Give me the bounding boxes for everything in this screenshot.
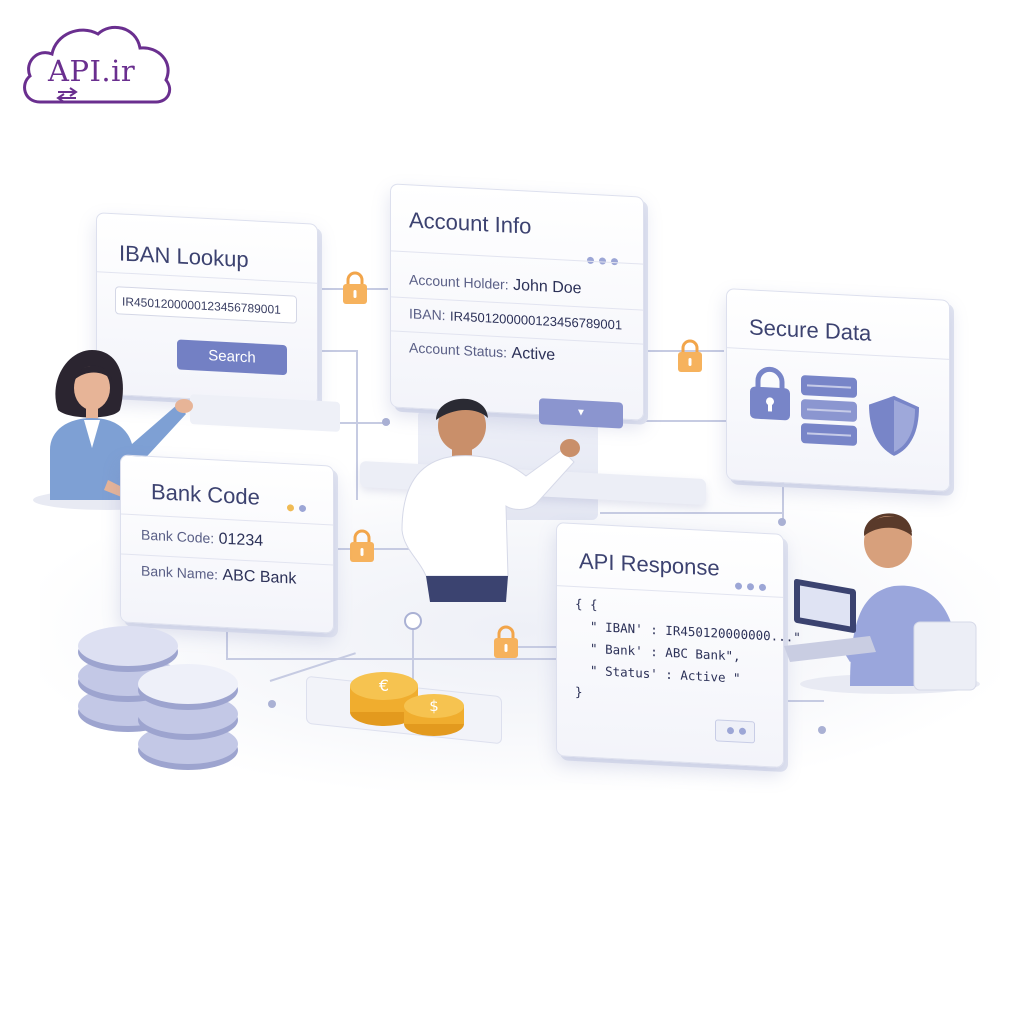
logo-text: API.ir <box>48 54 136 88</box>
bank-name-row: Bank Name: ABC Bank <box>141 562 296 588</box>
account-holder-value: John Doe <box>513 276 582 298</box>
panel-divider <box>121 513 333 526</box>
connector <box>500 646 556 648</box>
bank-name-label: Bank Name: <box>141 562 219 583</box>
connector-node <box>268 700 276 708</box>
account-holder-label: Account Holder: <box>409 271 509 293</box>
database-icon <box>801 375 857 446</box>
lock-icon <box>750 366 790 421</box>
lock-icon <box>350 529 374 562</box>
bank-code-title: Bank Code <box>151 479 260 510</box>
code-line: } <box>575 684 583 700</box>
connector <box>226 658 556 660</box>
connector <box>318 350 358 352</box>
account-holder-row: Account Holder: John Doe <box>409 271 582 298</box>
lock-icon <box>678 339 702 372</box>
connector <box>356 350 358 500</box>
logo: API.ir <box>18 18 178 110</box>
connector <box>226 624 228 660</box>
connector <box>340 422 390 424</box>
panel-divider <box>727 347 949 360</box>
lock-icon <box>494 625 518 658</box>
connector-node <box>382 418 390 426</box>
code-line: { { <box>575 596 598 613</box>
svg-text:$: $ <box>429 697 439 715</box>
cloud-logo-icon <box>23 25 172 104</box>
coin-icon: € $ <box>350 672 464 736</box>
connector <box>412 624 414 684</box>
database-icon <box>138 664 238 774</box>
api-more-button[interactable] <box>715 719 755 744</box>
iban-input[interactable]: IR450120000012345678​9001 <box>115 286 297 324</box>
svg-text:€: € <box>379 676 389 695</box>
iban-label: IBAN: <box>409 305 446 324</box>
secure-data-panel: Secure Data <box>726 288 950 492</box>
connector-node <box>404 612 422 630</box>
bank-code-label: Bank Code: <box>141 526 215 547</box>
iban-lookup-title: IBAN Lookup <box>119 240 249 273</box>
connector <box>784 700 824 702</box>
man-laptop-person-icon <box>784 513 980 694</box>
code-line: " Status' : Active " <box>575 662 741 686</box>
bank-code-panel: Bank Code Bank Code: 01234 Bank Name: AB… <box>120 454 334 634</box>
window-dots-icon <box>287 504 306 513</box>
connector <box>600 512 784 514</box>
bank-code-row: Bank Code: 01234 <box>141 526 263 550</box>
connector <box>644 420 784 422</box>
panel-divider <box>97 271 317 284</box>
account-status-row: Account Status: Active <box>409 339 555 365</box>
connector-node <box>818 726 826 734</box>
code-line: " Bank' : ABC Bank", <box>575 640 741 664</box>
api-response-panel: API Response { { " IBAN' : IR45012000000… <box>556 522 801 768</box>
account-info-title: Account Info <box>409 207 532 239</box>
window-dots-icon <box>735 582 766 592</box>
api-response-title: API Response <box>579 548 720 581</box>
bank-code-value: 01234 <box>218 530 264 550</box>
account-status-label: Account Status: <box>409 339 508 361</box>
man-standing-person-icon <box>401 398 580 602</box>
iban-value: IR450120000012345678​9001 <box>450 308 623 333</box>
lock-icon <box>343 271 367 304</box>
account-status-value: Active <box>511 344 556 364</box>
connector-node <box>778 518 786 526</box>
secure-data-title: Secure Data <box>749 314 872 346</box>
bank-name-value: ABC Bank <box>222 566 297 588</box>
shield-icon <box>869 395 919 456</box>
iban-row: IBAN: IR450120000012345678​9001 <box>409 305 622 334</box>
